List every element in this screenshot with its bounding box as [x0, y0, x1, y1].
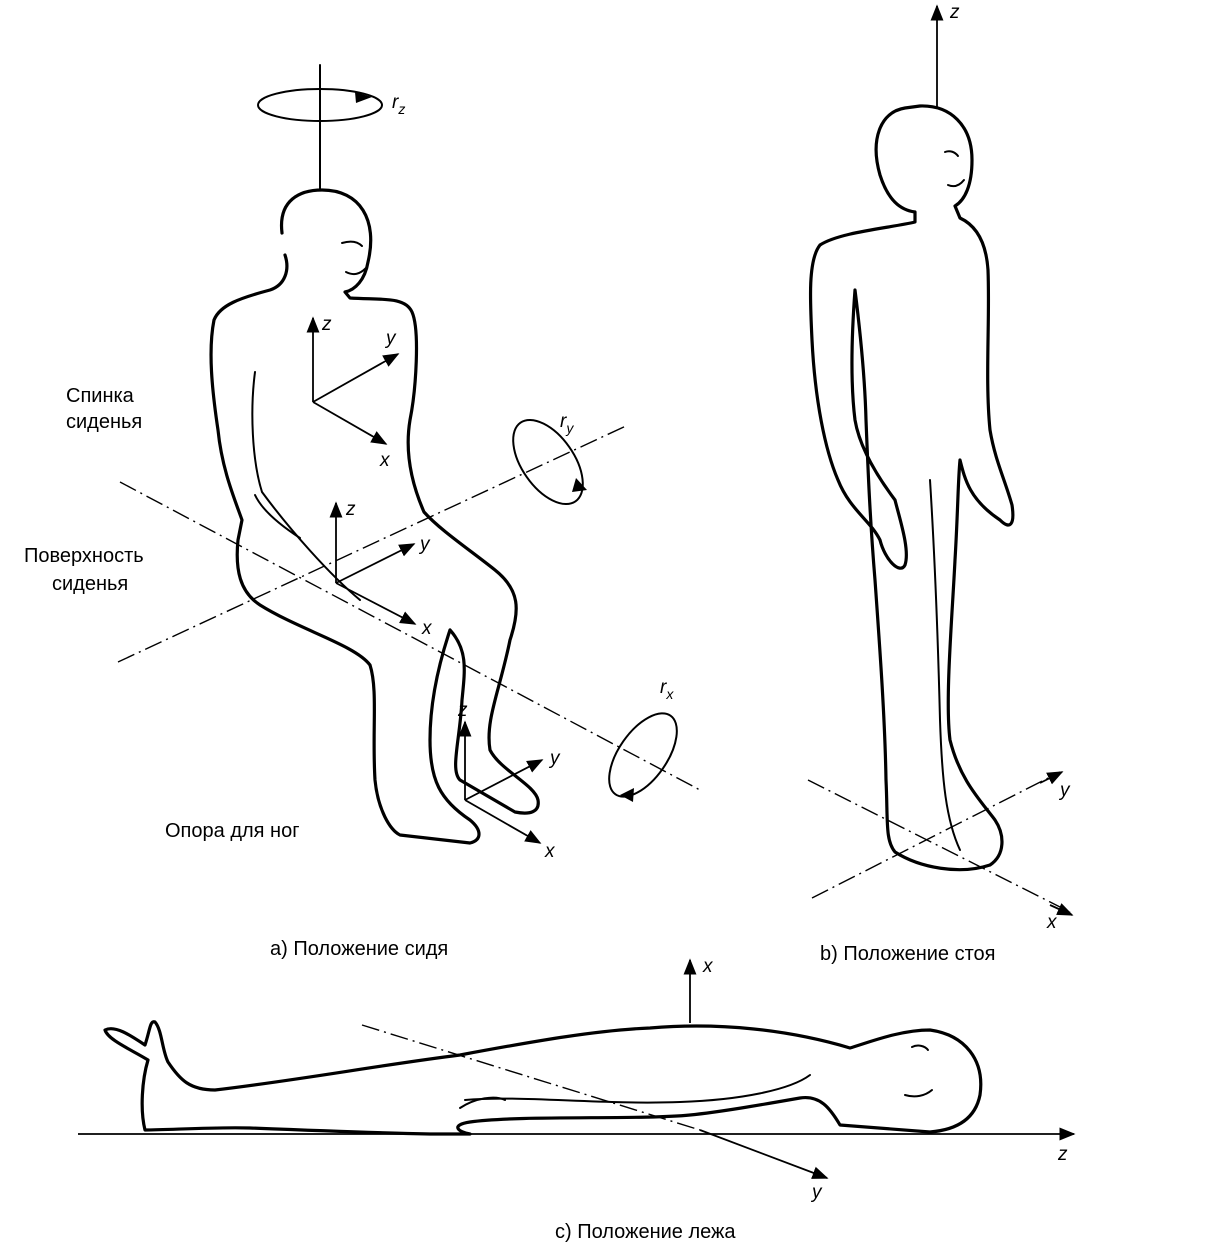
rz-rotation-ellipse [257, 88, 383, 122]
seated-face-eye [341, 240, 363, 247]
standing-x-label: x [1046, 912, 1058, 933]
panel-seated: rz ry rx z y x z y x [24, 64, 701, 960]
lying-face-eye [911, 1044, 929, 1051]
seated-inner-arm [254, 494, 301, 539]
seat-surface-label-2: сиденья [52, 573, 128, 595]
lying-y-axis [699, 1129, 829, 1179]
foot-x-label: x [544, 841, 556, 862]
rx-label: rx [660, 677, 674, 702]
standing-y-line [811, 771, 1061, 899]
back-x-label: x [379, 450, 391, 471]
back-y-axis [312, 353, 400, 403]
rx-rotation-arrow [620, 788, 634, 802]
rz-label: rz [392, 92, 405, 117]
foot-y-axis [464, 759, 544, 801]
standing-person-outline [808, 104, 1015, 872]
lying-y-line-upper [361, 1024, 701, 1131]
lying-z-label: z [1057, 1144, 1068, 1165]
standing-face-eye [944, 150, 959, 157]
panel-lying: x z y c) Положение лежа [78, 956, 1076, 1243]
seat-back-label-1: Спинка [66, 385, 135, 407]
lying-caption: c) Положение лежа [555, 1221, 736, 1243]
lying-x-label: x [702, 956, 714, 977]
standing-leg-separation [929, 479, 961, 851]
back-y-label: y [384, 328, 397, 349]
seated-caption: a) Положение сидя [270, 938, 448, 960]
standing-y-arrow [1039, 771, 1064, 785]
seat-y-label: y [418, 534, 431, 555]
standing-face-mouth [947, 179, 965, 188]
seat-x-label: x [421, 618, 433, 639]
standing-y-label: y [1058, 780, 1071, 801]
lying-arm-line [464, 1074, 811, 1104]
foot-y-label: y [548, 748, 561, 769]
seated-face-mouth [345, 267, 367, 276]
foot-rest-label: Опора для ног [165, 820, 300, 842]
lying-y-label: y [810, 1182, 823, 1203]
standing-x-arrow [1049, 903, 1074, 916]
lying-face-mouth [904, 1089, 933, 1098]
panel-standing: z y x b) Положение стоя [807, 2, 1074, 965]
seat-y-axis [335, 543, 416, 584]
lying-person-outline [103, 1020, 983, 1136]
standing-caption: b) Положение стоя [820, 943, 995, 965]
rz-rotation-arrow [355, 92, 372, 103]
back-x-axis [312, 401, 388, 445]
seat-back-line [119, 481, 701, 791]
seated-arm-line [251, 371, 361, 601]
seat-surface-line [117, 424, 629, 663]
lying-hand [459, 1096, 506, 1109]
seat-x-axis [335, 582, 417, 625]
ry-rotation-ellipse [512, 418, 584, 506]
seat-z-label: z [345, 499, 356, 520]
foot-z-label: z [457, 700, 468, 721]
foot-x-axis [464, 799, 542, 844]
seated-person-outline [209, 188, 540, 845]
standing-x-line [807, 779, 1071, 913]
standing-z-label: z [949, 2, 960, 23]
ry-label: ry [560, 411, 574, 436]
back-z-label: z [321, 314, 332, 335]
seat-surface-label-1: Поверхность [24, 545, 144, 567]
rx-rotation-ellipse [608, 712, 678, 798]
seat-back-label-2: сиденья [66, 411, 142, 433]
ry-rotation-arrow [572, 478, 587, 492]
